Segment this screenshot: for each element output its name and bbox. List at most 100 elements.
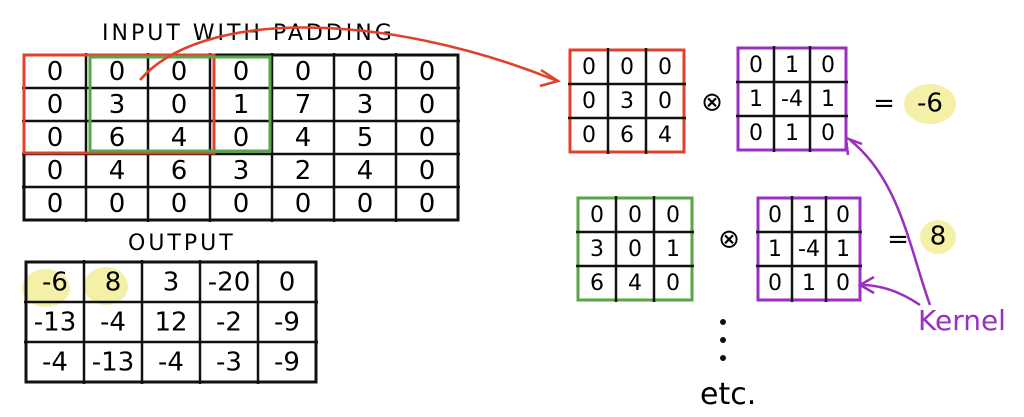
input-grid-cell: 6 xyxy=(109,123,126,153)
output-grid-frame xyxy=(24,260,318,384)
output-grid-cell: 0 xyxy=(279,268,296,298)
output-grid-cell: -4 xyxy=(42,348,68,378)
kernel-arrow-top xyxy=(849,139,932,306)
kernel-top-cell: 1 xyxy=(749,87,763,112)
result-highlight-minus6 xyxy=(904,84,956,124)
input-grid-cell: 0 xyxy=(171,189,188,219)
input-grid-cell: 6 xyxy=(171,156,188,186)
kernel-bottom-frame xyxy=(756,196,862,302)
input-grid-cell: 1 xyxy=(233,90,250,120)
patch-green-frame xyxy=(576,196,694,302)
patch-red-cell: 4 xyxy=(658,123,672,148)
output-grid-cell: 3 xyxy=(163,268,180,298)
input-grid-cell: 0 xyxy=(47,123,64,153)
output-grid-cell: -9 xyxy=(274,348,300,378)
patch-green-cell: 0 xyxy=(666,271,680,296)
patch-red-cell: 6 xyxy=(620,123,634,148)
kernel-bottom-cell: -4 xyxy=(798,237,820,262)
input-title: INPUT WITH PADDING xyxy=(102,21,395,46)
patch-green-cell: 0 xyxy=(628,203,642,228)
kernel-bottom-cell: 0 xyxy=(768,203,782,228)
input-grid-cell: 0 xyxy=(47,189,64,219)
patch-red-frame xyxy=(568,48,686,154)
kernel-label: Kernel xyxy=(918,304,1006,337)
patch-red-cell: 0 xyxy=(658,55,672,80)
input-grid-cell: 7 xyxy=(295,90,312,120)
kernel-top-cell: 1 xyxy=(821,87,835,112)
output-grid-cell: 12 xyxy=(154,308,187,338)
kernel-bottom-cell: 1 xyxy=(802,271,816,296)
input-grid-cell: 0 xyxy=(47,57,64,87)
result-bottom: 8 xyxy=(930,222,947,252)
kernel-top-cell: -4 xyxy=(781,87,803,112)
input-grid-cell: 0 xyxy=(47,156,64,186)
output-highlight-8 xyxy=(84,267,128,305)
input-grid-cell: 4 xyxy=(357,156,374,186)
input-grid-cell: 0 xyxy=(109,57,126,87)
kernel-top-cell: 0 xyxy=(749,53,763,78)
patch-red-cell: 0 xyxy=(582,123,596,148)
result-top: -6 xyxy=(917,89,943,119)
patch-red-cell: 0 xyxy=(658,89,672,114)
dot-2 xyxy=(720,337,726,343)
input-grid-cell: 0 xyxy=(233,57,250,87)
kernel-top-cell: 1 xyxy=(785,121,799,146)
kernel-top-cell: 0 xyxy=(821,53,835,78)
input-green-window xyxy=(88,55,272,153)
input-grid-cell: 0 xyxy=(233,123,250,153)
input-grid-cell: 0 xyxy=(419,90,436,120)
operator-top: ⊗ xyxy=(701,88,723,118)
dot-1 xyxy=(720,319,726,325)
output-grid-cell: -4 xyxy=(158,348,184,378)
kernel-bottom-cell: 0 xyxy=(836,203,850,228)
result-highlight-8 xyxy=(920,220,956,254)
kernel-arrow-bottom xyxy=(861,283,921,307)
input-grid-cell: 0 xyxy=(47,90,64,120)
output-grid-cell: -2 xyxy=(216,308,242,338)
equals-top: = xyxy=(873,89,895,119)
highlights xyxy=(22,84,956,307)
kernel-bottom-cell: 1 xyxy=(768,237,782,262)
input-grid-cell: 0 xyxy=(419,123,436,153)
kernel-bottom-cell: 1 xyxy=(802,203,816,228)
input-grid-cell: 5 xyxy=(357,123,374,153)
output-title: OUTPUT xyxy=(128,231,236,256)
patch-green-cell: 0 xyxy=(666,203,680,228)
input-grid-cell: 0 xyxy=(109,189,126,219)
output-highlight-minus6 xyxy=(22,269,70,307)
input-grid-cell: 0 xyxy=(357,57,374,87)
input-grid-cell: 0 xyxy=(233,189,250,219)
kernel-bottom-cell: 0 xyxy=(768,271,782,296)
input-red-window xyxy=(22,53,216,155)
input-grid-cell: 3 xyxy=(109,90,126,120)
red-arrow-head xyxy=(539,68,562,88)
patch-red-cell: 0 xyxy=(582,55,596,80)
kernel-top-cell: 0 xyxy=(821,121,835,146)
patch-green-cell: 0 xyxy=(590,203,604,228)
input-grid-cell: 4 xyxy=(171,123,188,153)
kernel-top-cell: 1 xyxy=(785,53,799,78)
output-grid-cell: -4 xyxy=(100,308,126,338)
output-grid-cell: -6 xyxy=(42,268,68,298)
output-grid-cell: -3 xyxy=(216,348,242,378)
kernel-bottom-cell: 1 xyxy=(836,237,850,262)
input-grid-cell: 3 xyxy=(357,90,374,120)
input-grid-cell: 0 xyxy=(295,189,312,219)
input-grid-cell: 4 xyxy=(295,123,312,153)
etc-label: etc. xyxy=(700,377,756,412)
patch-red-cell: 0 xyxy=(620,55,634,80)
kernel-top-frame xyxy=(736,46,848,152)
output-grid-cell: 8 xyxy=(105,268,122,298)
input-grid-cell: 4 xyxy=(109,156,126,186)
operator-bottom: ⊗ xyxy=(718,225,740,255)
equals-bottom: = xyxy=(887,225,909,255)
input-grid-cell: 0 xyxy=(295,57,312,87)
kernel-bottom-cell: 0 xyxy=(836,271,850,296)
input-grid-cell: 0 xyxy=(171,90,188,120)
input-grid-cell: 0 xyxy=(171,57,188,87)
